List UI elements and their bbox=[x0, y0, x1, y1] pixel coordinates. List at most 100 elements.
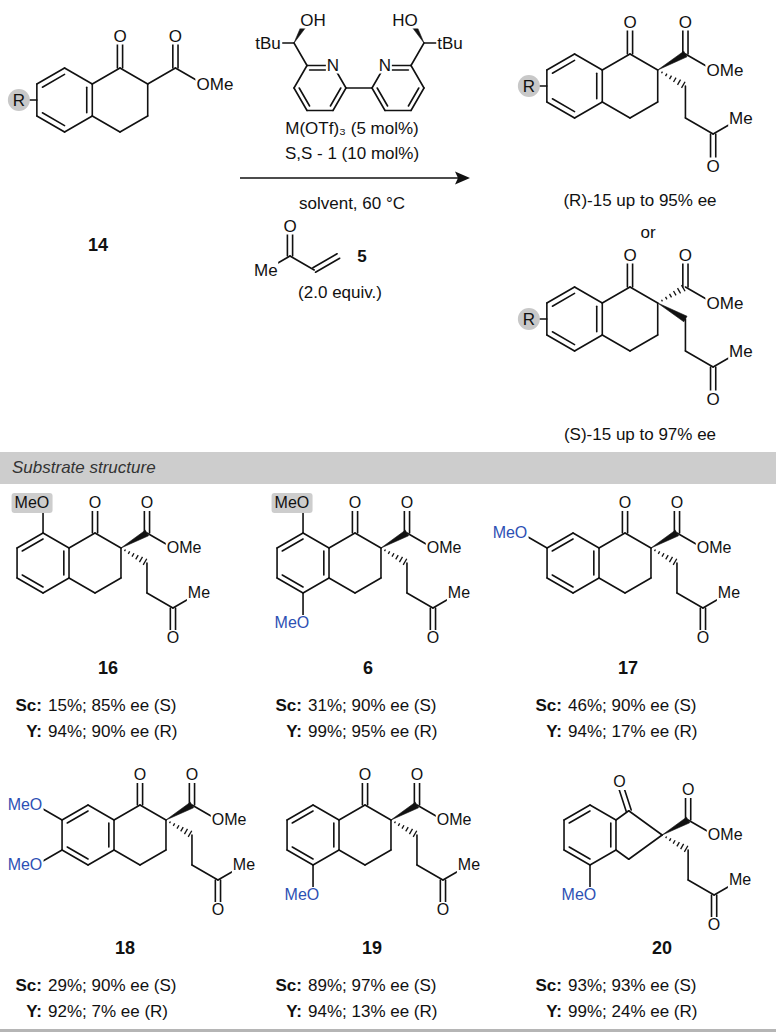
bond-line bbox=[91, 84, 93, 116]
hash-bond bbox=[384, 550, 386, 552]
result-text: 31%; 90% ee (S) bbox=[308, 697, 437, 714]
bond-line bbox=[88, 850, 114, 865]
atom-label: OMe bbox=[705, 62, 744, 79]
bond-line bbox=[355, 533, 381, 548]
bond-line bbox=[380, 548, 382, 578]
hash-bond bbox=[654, 550, 656, 552]
bond-line bbox=[685, 319, 687, 351]
bond-line bbox=[417, 865, 443, 880]
substituent-disc bbox=[518, 308, 540, 330]
bond-line bbox=[616, 850, 629, 859]
hash-bond bbox=[388, 551, 389, 554]
hash-bond bbox=[394, 822, 396, 824]
bond-line bbox=[303, 578, 329, 593]
bond-line bbox=[650, 548, 652, 578]
product-text: (R)-15 up to 95% ee bbox=[563, 192, 716, 209]
bond-line bbox=[575, 102, 603, 118]
atom-label: HO bbox=[391, 12, 419, 29]
reagent-text: S,S - 1 (10 mol%) bbox=[285, 145, 419, 162]
bond-line bbox=[411, 65, 424, 88]
atom-label: O bbox=[696, 630, 710, 646]
bond-line bbox=[408, 88, 418, 106]
bond-line bbox=[120, 116, 148, 132]
compound-number: 16 bbox=[98, 659, 118, 677]
bond-line bbox=[192, 865, 218, 880]
atom-label: Me bbox=[717, 585, 741, 601]
hash-bond bbox=[666, 555, 668, 559]
bond-line bbox=[416, 835, 418, 865]
bond-line bbox=[616, 811, 629, 820]
bond-line bbox=[43, 533, 69, 548]
atom-label: Me bbox=[447, 585, 471, 601]
bond-line bbox=[685, 86, 687, 118]
atom-label: N bbox=[378, 57, 392, 74]
hash-bond bbox=[677, 842, 679, 846]
bond-line bbox=[92, 116, 120, 132]
bond-line bbox=[282, 539, 303, 551]
bond-line bbox=[629, 835, 662, 859]
atom-label: Me bbox=[728, 343, 754, 360]
atom-label: OMe bbox=[705, 295, 744, 312]
result-text: 99%; 95% ee (R) bbox=[308, 723, 437, 740]
bond-line bbox=[625, 533, 651, 548]
bond-line bbox=[552, 99, 574, 112]
hash-bond bbox=[673, 840, 675, 843]
bond-line bbox=[630, 335, 658, 351]
bond-line bbox=[313, 805, 339, 820]
result-text: 94%; 17% ee (R) bbox=[568, 723, 697, 740]
atom-label: O bbox=[618, 495, 632, 511]
atom-label: O bbox=[707, 917, 721, 933]
bond-line bbox=[140, 850, 166, 865]
catalyst-tag: Y: bbox=[546, 1003, 562, 1020]
bond-line bbox=[92, 68, 120, 84]
catalyst-tag: Y: bbox=[286, 723, 302, 740]
bond-line bbox=[67, 847, 88, 859]
hash-bond bbox=[666, 74, 667, 77]
bond-line bbox=[365, 805, 391, 820]
result-text: 89%; 97% ee (S) bbox=[308, 977, 437, 994]
bond-line bbox=[596, 73, 598, 99]
bond-line bbox=[113, 820, 115, 850]
hash-bond bbox=[406, 827, 408, 831]
bond-line bbox=[299, 88, 309, 106]
bond-line bbox=[95, 578, 121, 593]
bond-line bbox=[688, 880, 714, 895]
result-text: 46%; 90% ee (S) bbox=[568, 697, 697, 714]
bond-line bbox=[365, 850, 391, 865]
bond-line bbox=[377, 88, 387, 106]
bond-line bbox=[307, 110, 333, 112]
hash-bond bbox=[184, 829, 187, 834]
atom-label: O bbox=[211, 902, 225, 918]
bond-line bbox=[63, 551, 65, 575]
hash-bond bbox=[674, 78, 676, 82]
bond-line bbox=[685, 351, 713, 367]
catalyst-tag: Y: bbox=[26, 1003, 42, 1020]
bond-line bbox=[16, 548, 18, 578]
atom-label: OH bbox=[299, 12, 327, 29]
atom-label: MeO bbox=[7, 797, 44, 813]
atom-label: O bbox=[678, 14, 693, 31]
bond-line bbox=[61, 820, 63, 850]
reagent-text: M(OTf)₃ (5 mol%) bbox=[285, 120, 418, 137]
section-band: Substrate structure bbox=[0, 452, 776, 484]
result-text: 15%; 85% ee (S) bbox=[48, 697, 177, 714]
atom-label: O bbox=[140, 495, 154, 511]
hash-bond bbox=[682, 82, 686, 88]
bond-line bbox=[114, 805, 140, 820]
result-text: 99%; 24% ee (R) bbox=[568, 1003, 697, 1020]
bond-line bbox=[147, 593, 173, 608]
reaction-arrow bbox=[240, 177, 460, 179]
bond-line bbox=[630, 102, 658, 118]
hash-bond bbox=[662, 553, 664, 556]
hash-bond bbox=[132, 553, 134, 556]
atom-label: O bbox=[410, 767, 424, 783]
hash-bond bbox=[398, 823, 399, 826]
compound-number: 5 bbox=[357, 248, 366, 265]
bond-line bbox=[86, 87, 88, 113]
atom-label: Me bbox=[253, 262, 279, 279]
bond-line bbox=[329, 533, 355, 548]
wedge-bond bbox=[658, 303, 687, 322]
atom-label: tBu bbox=[254, 34, 282, 51]
hash-bond bbox=[177, 825, 179, 828]
bond-line bbox=[552, 60, 574, 73]
